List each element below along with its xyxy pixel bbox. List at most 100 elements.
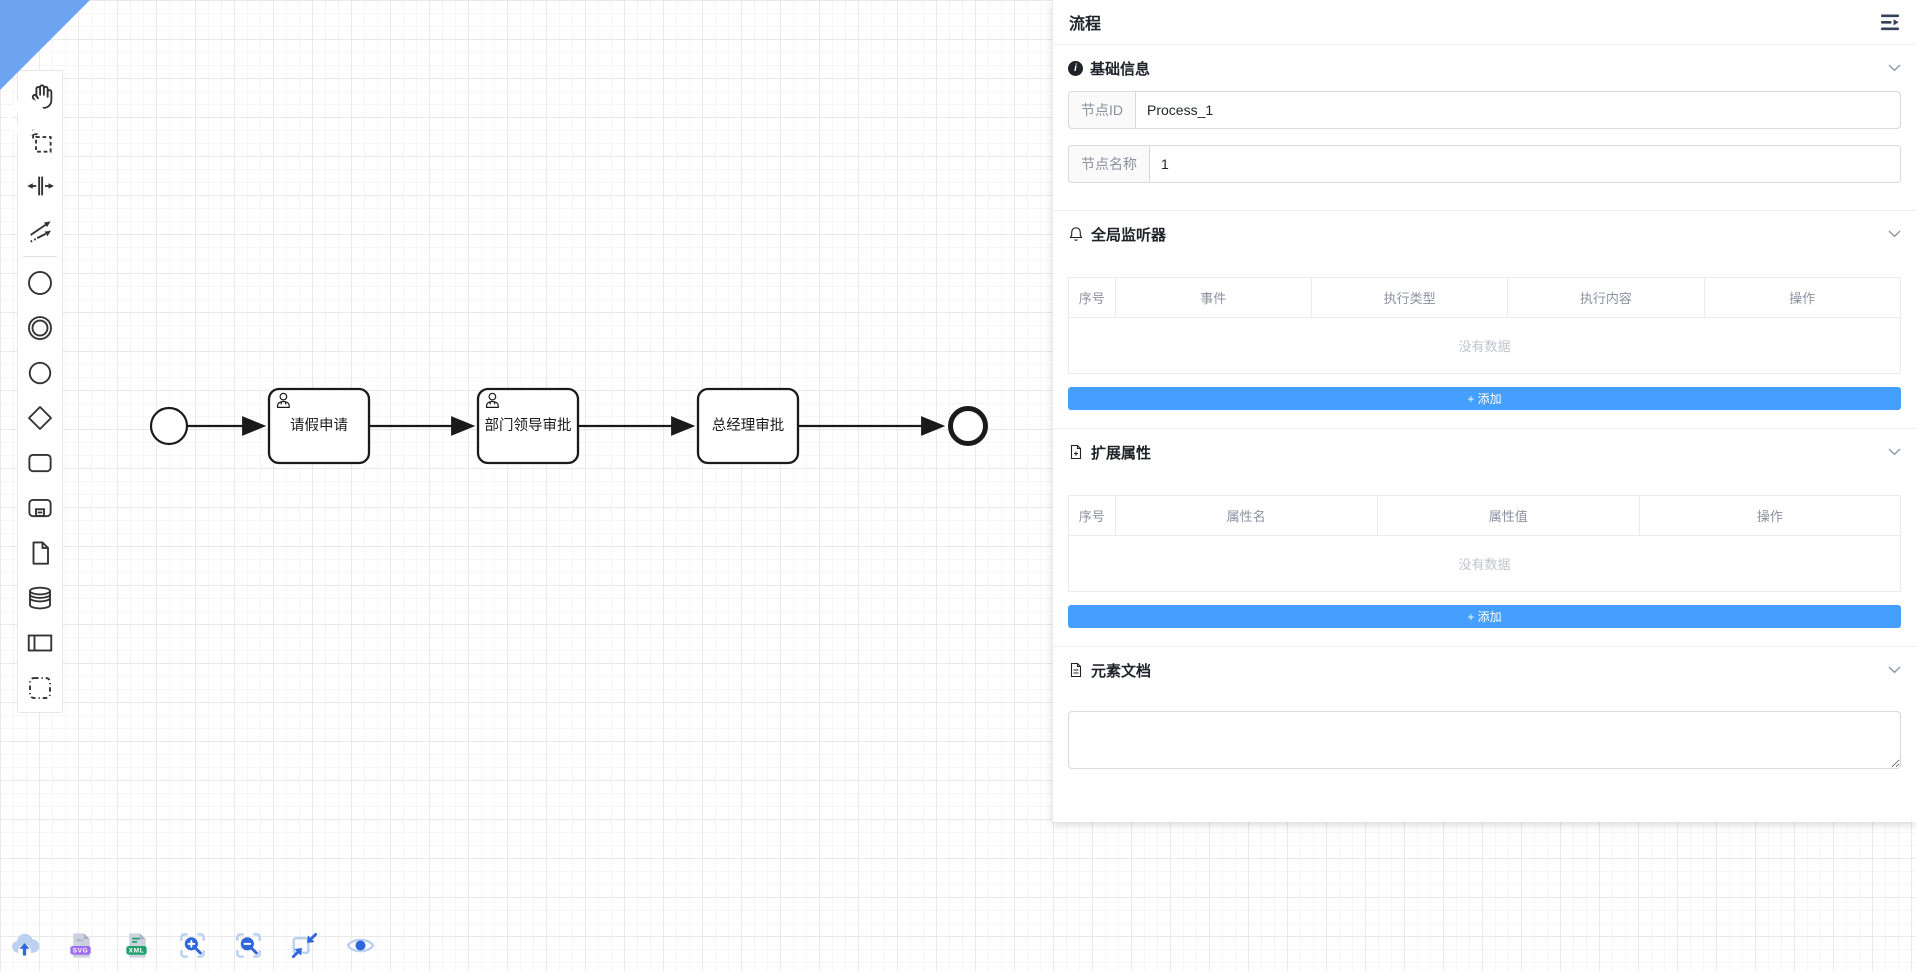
end-event[interactable] [948, 406, 988, 446]
footer-toolbar: SVG XML [8, 929, 376, 961]
palette-separator [23, 256, 57, 257]
user-task-icon [486, 392, 499, 408]
palette-create-data-store[interactable] [18, 575, 62, 620]
section-extended-attributes: 扩展属性 序号 属性名 属性值 操作 没有数据 [1053, 428, 1916, 646]
node-id-input[interactable] [1135, 91, 1901, 129]
panel-title: 流程 [1069, 16, 1102, 33]
column-header: 执行类型 [1310, 277, 1509, 318]
participant-icon [27, 634, 53, 651]
collapse-toggle[interactable] [1888, 448, 1901, 456]
task-label: 部门领导审批 [485, 417, 572, 434]
github-octocat-icon [8, 98, 46, 136]
section-element-documentation-header[interactable]: 元素文档 [1053, 647, 1916, 693]
node-name-input[interactable] [1149, 145, 1901, 183]
section-extended-attributes-header[interactable]: 扩展属性 [1053, 429, 1916, 475]
palette-create-participant[interactable] [18, 620, 62, 665]
bpmn-diagram[interactable]: 请假申请 部门领导审批 总经理审批 [0, 0, 1052, 971]
palette-create-intermediate-event[interactable] [18, 305, 62, 350]
menu-unfold-button[interactable] [1881, 14, 1900, 31]
column-header: 属性名 [1114, 495, 1378, 536]
empty-placeholder: 没有数据 [1068, 535, 1901, 592]
menu-unfold-icon [1881, 14, 1899, 30]
start-event-icon [28, 270, 52, 295]
collapse-toggle[interactable] [1888, 666, 1901, 674]
preview-button[interactable] [344, 929, 376, 961]
bpmn-palette [17, 70, 63, 713]
end-event-icon [28, 361, 52, 384]
xml-file-icon: XML [125, 932, 147, 958]
documentation-textarea[interactable] [1068, 711, 1901, 769]
add-attribute-button[interactable]: + 添加 [1068, 605, 1901, 628]
bell-icon [1069, 227, 1083, 241]
github-ribbon[interactable] [0, 0, 90, 136]
info-icon: i [1068, 60, 1083, 76]
section-title: 元素文档 [1091, 662, 1152, 680]
svg-file-icon: SVG [69, 932, 91, 958]
svg-badge-label: SVG [72, 947, 88, 954]
attributes-table: 序号 属性名 属性值 操作 没有数据 [1068, 495, 1902, 592]
empty-placeholder: 没有数据 [1068, 317, 1901, 374]
add-listener-button[interactable]: + 添加 [1068, 387, 1901, 410]
section-element-documentation: 元素文档 [1053, 646, 1916, 792]
palette-create-data-object[interactable] [18, 530, 62, 575]
column-header: 事件 [1114, 277, 1312, 318]
properties-panel: 流程 i 基础信息 节点ID [1052, 0, 1916, 822]
xml-badge-label: XML [128, 947, 144, 954]
user-task-icon [277, 392, 290, 408]
zoom-in-button[interactable] [176, 929, 208, 961]
upload-button[interactable] [8, 929, 40, 961]
palette-global-connect-tool[interactable] [18, 208, 62, 253]
zoom-in-icon [179, 932, 205, 958]
palette-space-tool[interactable] [18, 163, 62, 208]
palette-create-start-event[interactable] [18, 260, 62, 305]
listeners-table: 序号 事件 执行类型 执行内容 操作 没有数据 [1068, 277, 1902, 374]
column-header: 执行内容 [1507, 277, 1705, 318]
start-event[interactable] [149, 406, 189, 446]
palette-create-gateway[interactable] [18, 395, 62, 440]
section-title: 扩展属性 [1091, 444, 1152, 462]
download-svg-button[interactable]: SVG [64, 929, 96, 961]
cloud-upload-icon [11, 933, 39, 957]
column-header: 操作 [1703, 277, 1902, 318]
node-id-label: 节点ID [1068, 91, 1135, 129]
section-basic-info-header[interactable]: i 基础信息 [1053, 45, 1916, 91]
reset-zoom-button[interactable] [288, 929, 320, 961]
section-title: 基础信息 [1090, 60, 1151, 78]
palette-create-task[interactable] [18, 440, 62, 485]
column-header: 序号 [1068, 277, 1116, 318]
panel-header: 流程 [1053, 0, 1916, 45]
node-name-field: 节点名称 [1068, 145, 1901, 183]
palette-create-group[interactable] [18, 665, 62, 710]
task-icon [28, 453, 52, 472]
section-title: 全局监听器 [1091, 226, 1167, 244]
download-xml-button[interactable]: XML [120, 929, 152, 961]
task-label: 请假申请 [290, 417, 348, 434]
intermediate-event-icon [28, 315, 52, 340]
eye-icon [346, 938, 374, 952]
task-label: 总经理审批 [712, 417, 785, 434]
zoom-out-button[interactable] [232, 929, 264, 961]
document-icon [1070, 662, 1082, 678]
palette-create-subprocess[interactable] [18, 485, 62, 530]
palette-create-end-event[interactable] [18, 350, 62, 395]
zoom-out-icon [235, 932, 261, 958]
section-basic-info: i 基础信息 节点ID 节点名称 [1053, 45, 1916, 210]
column-header: 属性值 [1376, 495, 1640, 536]
data-object-icon [32, 540, 49, 565]
file-plus-icon [1070, 444, 1082, 460]
subprocess-icon [28, 498, 52, 517]
node-id-field: 节点ID [1068, 91, 1901, 129]
connect-icon [30, 220, 51, 242]
collapse-toggle[interactable] [1888, 64, 1901, 72]
section-global-listeners-header[interactable]: 全局监听器 [1053, 211, 1916, 257]
column-header: 序号 [1068, 495, 1116, 536]
space-tool-icon [27, 176, 54, 195]
data-store-icon [29, 586, 51, 609]
node-name-label: 节点名称 [1068, 145, 1149, 183]
collapse-toggle[interactable] [1888, 230, 1901, 238]
section-global-listeners: 全局监听器 序号 事件 执行类型 执行内容 操作 没有数据 [1053, 210, 1916, 428]
gateway-icon [28, 405, 52, 430]
column-header: 操作 [1638, 495, 1902, 536]
compress-icon [291, 932, 317, 958]
